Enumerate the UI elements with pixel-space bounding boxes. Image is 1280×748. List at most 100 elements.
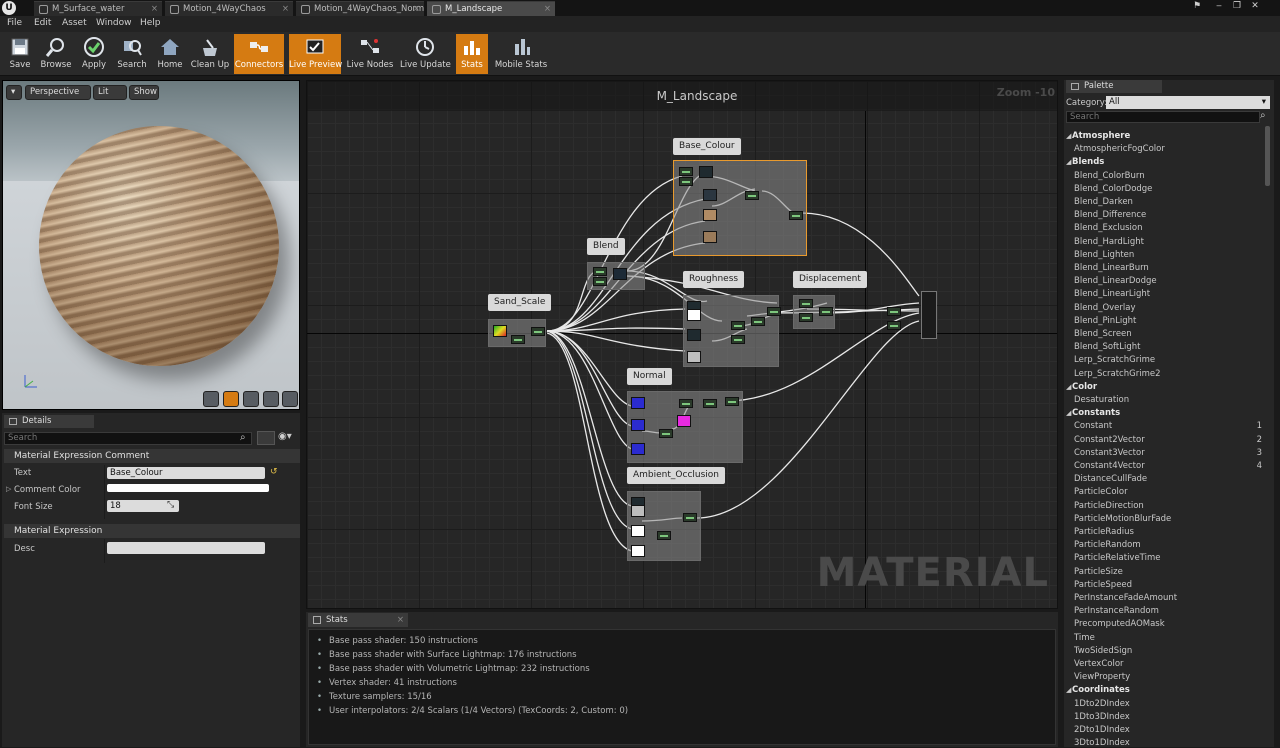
palette-item[interactable]: Lerp_ScratchGrime xyxy=(1074,355,1156,366)
apply-button[interactable]: Apply xyxy=(78,34,110,74)
palette-item[interactable]: Blend_ColorDodge xyxy=(1074,183,1153,194)
palette-item[interactable]: Blend_LinearLight xyxy=(1074,289,1151,300)
graph-node[interactable] xyxy=(887,307,901,316)
graph-node[interactable] xyxy=(511,335,525,344)
palette-item[interactable]: 2Dto1DIndex xyxy=(1074,725,1130,735)
palette-item[interactable]: ViewProperty xyxy=(1074,672,1131,683)
palette-item[interactable]: 3Dto1DIndex xyxy=(1074,738,1130,748)
expand-arrow-icon[interactable]: ▷ xyxy=(6,485,12,493)
comment-label-normal[interactable]: Normal xyxy=(627,368,672,385)
graph-node[interactable] xyxy=(659,429,673,438)
graph-node[interactable] xyxy=(751,317,765,326)
close-window-button[interactable]: ✕ xyxy=(1251,1,1259,11)
tab-motion-4waychaos-norm[interactable]: Motion_4WayChaos_Norm × xyxy=(296,1,424,16)
category-dropdown[interactable]: All ▾ xyxy=(1106,96,1270,109)
graph-node[interactable] xyxy=(731,321,745,330)
live-preview-button[interactable]: Live Preview xyxy=(289,34,342,74)
show-button[interactable]: Show xyxy=(129,85,159,100)
comment-box-normal[interactable] xyxy=(627,391,743,463)
texture-node[interactable] xyxy=(703,189,717,201)
plane-preview-button[interactable] xyxy=(243,391,259,407)
palette-item[interactable]: Blend_LinearDodge xyxy=(1074,276,1157,287)
collapse-arrow-icon[interactable]: ◢ xyxy=(1066,158,1072,167)
texture-node[interactable] xyxy=(687,329,701,341)
view-options-button[interactable] xyxy=(257,431,275,445)
palette-item[interactable]: 1Dto3DIndex xyxy=(1074,711,1130,722)
palette-category-header[interactable]: Constants xyxy=(1072,408,1121,419)
graph-node[interactable] xyxy=(819,307,833,316)
graph-node[interactable] xyxy=(703,399,717,408)
tab-m-landscape[interactable]: M_Landscape × xyxy=(427,1,555,16)
palette-item[interactable]: PerInstanceRandom xyxy=(1074,606,1159,617)
desc-field[interactable] xyxy=(107,542,265,554)
collapse-arrow-icon[interactable]: ◢ xyxy=(1066,382,1072,391)
font-size-field[interactable]: 18 xyxy=(107,500,179,512)
texture-node[interactable] xyxy=(631,525,645,537)
menu-file[interactable]: File xyxy=(7,18,23,28)
palette-search-input[interactable]: Search xyxy=(1066,111,1260,123)
collapse-arrow-icon[interactable]: ◢ xyxy=(1066,409,1072,418)
material-graph[interactable]: M_Landscape Zoom -10 xyxy=(306,80,1058,609)
palette-item[interactable]: VertexColor xyxy=(1074,659,1124,669)
stats-tab[interactable]: Stats × xyxy=(308,613,408,627)
texture-node[interactable] xyxy=(631,443,645,455)
graph-node[interactable] xyxy=(799,299,813,308)
graph-node[interactable] xyxy=(789,211,803,220)
save-button[interactable]: Save xyxy=(4,34,36,74)
palette-category-header[interactable]: Atmosphere xyxy=(1072,131,1131,141)
cylinder-preview-button[interactable] xyxy=(203,391,219,407)
palette-item[interactable]: Time xyxy=(1074,632,1095,643)
connectors-button[interactable]: Connectors xyxy=(234,34,284,74)
palette-item[interactable]: Blend_Screen xyxy=(1074,329,1132,339)
palette-item[interactable]: ParticleColor xyxy=(1074,487,1128,498)
palette-item[interactable]: 1Dto2DIndex xyxy=(1074,698,1130,709)
graph-node[interactable] xyxy=(725,397,739,406)
palette-item[interactable]: ParticleRandom xyxy=(1074,540,1141,551)
stats-button[interactable]: Stats xyxy=(456,34,488,74)
texture-node[interactable] xyxy=(631,397,645,409)
palette-item[interactable]: ParticleDirection xyxy=(1074,500,1144,511)
graph-node[interactable] xyxy=(531,327,545,336)
palette-item[interactable]: Blend_Difference xyxy=(1074,210,1147,221)
mobile-stats-button[interactable]: Mobile Stats xyxy=(494,34,548,74)
graph-node[interactable] xyxy=(679,399,693,408)
palette-item[interactable]: Constant2Vector xyxy=(1074,434,1145,445)
cube-preview-button[interactable] xyxy=(263,391,279,407)
menu-edit[interactable]: Edit xyxy=(34,18,52,28)
comment-label-roughness[interactable]: Roughness xyxy=(683,271,745,288)
texture-node[interactable] xyxy=(631,545,645,557)
texture-node[interactable] xyxy=(493,325,507,337)
palette-item[interactable]: Constant3Vector xyxy=(1074,447,1145,458)
comment-label-displacement[interactable]: Displacement xyxy=(793,271,867,288)
clean-up-button[interactable]: Clean Up xyxy=(190,34,230,74)
browse-button[interactable]: Browse xyxy=(38,34,74,74)
minimize-button[interactable]: ‒ xyxy=(1216,1,1222,11)
graph-node[interactable] xyxy=(887,321,901,330)
palette-item[interactable]: Constant xyxy=(1074,421,1113,432)
palette-item[interactable]: Constant4Vector xyxy=(1074,461,1145,471)
palette-item[interactable]: TwoSidedSign xyxy=(1074,645,1133,656)
palette-item[interactable]: ParticleRelativeTime xyxy=(1074,553,1161,564)
palette-item[interactable]: Blend_LinearBurn xyxy=(1074,263,1149,273)
palette-item[interactable]: ParticleRadius xyxy=(1074,527,1134,537)
graph-node[interactable] xyxy=(683,513,697,522)
comment-box-base-colour[interactable] xyxy=(673,160,807,256)
maximize-button[interactable]: ❐ xyxy=(1232,1,1242,11)
palette-item[interactable]: Desaturation xyxy=(1074,395,1130,405)
section-material-expression-comment[interactable]: Material Expression Comment xyxy=(4,449,300,463)
live-nodes-button[interactable]: Live Nodes xyxy=(346,34,394,74)
tab-motion-4waychaos[interactable]: Motion_4WayChaos × xyxy=(165,1,293,16)
palette-item[interactable]: Blend_Darken xyxy=(1074,197,1133,207)
perspective-button[interactable]: Perspective xyxy=(25,85,91,100)
collapse-arrow-icon[interactable]: ◢ xyxy=(1066,686,1072,695)
eye-icon[interactable]: ◉▾ xyxy=(278,431,292,442)
menu-help[interactable]: Help xyxy=(140,18,161,28)
close-icon[interactable]: × xyxy=(150,4,158,14)
graph-node[interactable] xyxy=(593,267,607,276)
graph-node[interactable] xyxy=(731,335,745,344)
notification-icon[interactable]: ⚑ xyxy=(1192,1,1202,11)
spinner-icon[interactable]: ⤡ xyxy=(167,500,175,510)
texture-node[interactable] xyxy=(703,209,717,221)
palette-item[interactable]: ParticleSize xyxy=(1074,566,1123,577)
graph-node[interactable] xyxy=(767,307,781,316)
